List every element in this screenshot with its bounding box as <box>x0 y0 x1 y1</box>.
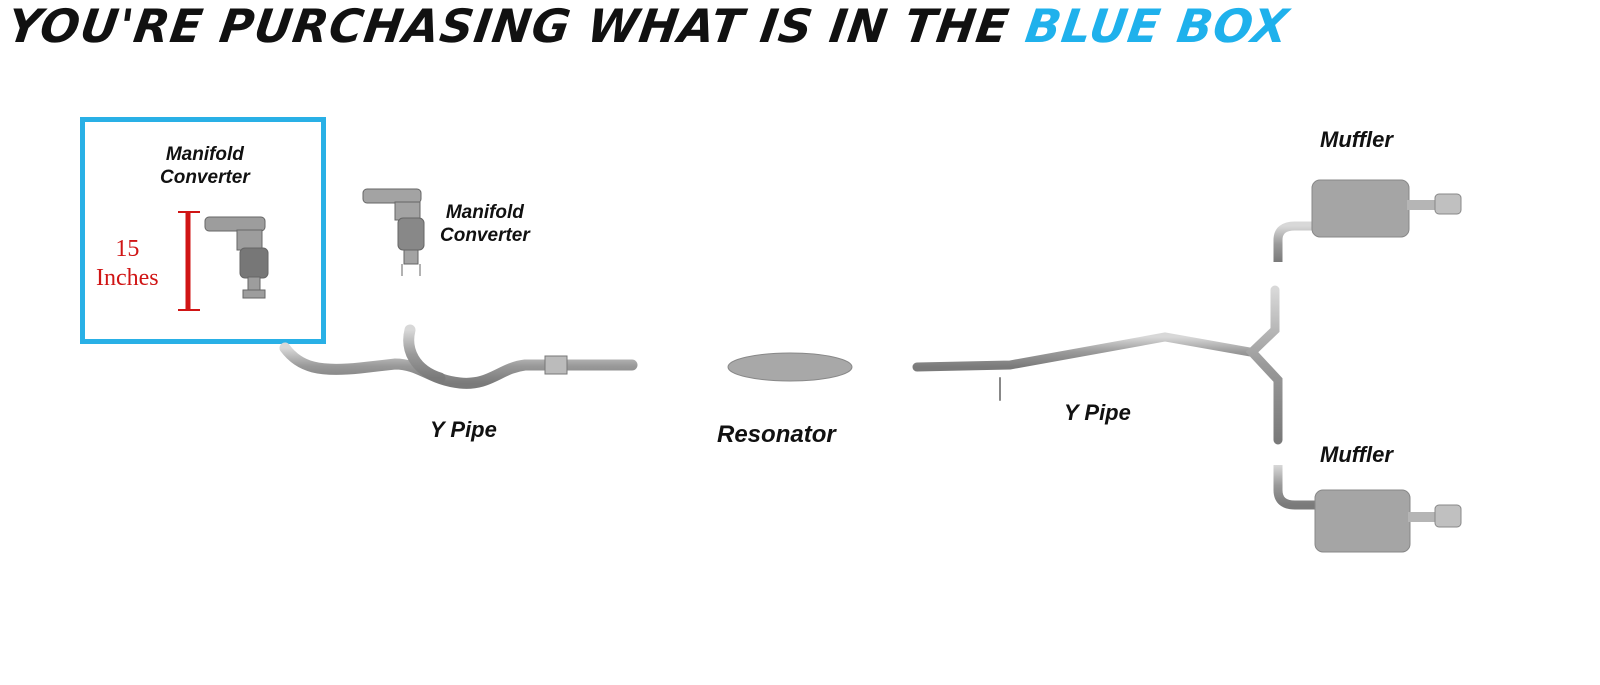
manifold-converter-image <box>204 216 269 299</box>
label-line: Converter <box>160 166 250 188</box>
label-line: Converter <box>440 224 530 246</box>
label-y-pipe-rear: Y Pipe <box>1064 400 1131 425</box>
muffler-image <box>1273 465 1462 553</box>
label-resonator: Resonator <box>717 421 836 448</box>
label-manifold-converter: Manifold Converter <box>440 202 530 248</box>
measurement-label: 15 Inches <box>96 235 159 293</box>
measurement-unit: Inches <box>96 264 159 291</box>
label-line: Manifold <box>445 202 524 223</box>
label-line: Manifold <box>165 144 244 165</box>
flex-joint <box>544 355 568 375</box>
measurement-value: 15 <box>115 236 140 262</box>
label-muffler-top: Muffler <box>1320 127 1393 152</box>
manifold-converter-image <box>362 188 425 276</box>
label-manifold-converter-boxed: Manifold Converter <box>160 144 250 190</box>
label-y-pipe-front: Y Pipe <box>430 417 497 442</box>
muffler-image <box>1273 179 1462 262</box>
measurement-bar <box>178 211 200 311</box>
resonator-image <box>658 352 897 382</box>
front-y-pipe-image <box>279 324 638 389</box>
rear-y-pipe-image <box>912 285 1283 445</box>
purchase-highlight-box <box>80 117 326 344</box>
label-muffler-bottom: Muffler <box>1320 442 1393 467</box>
